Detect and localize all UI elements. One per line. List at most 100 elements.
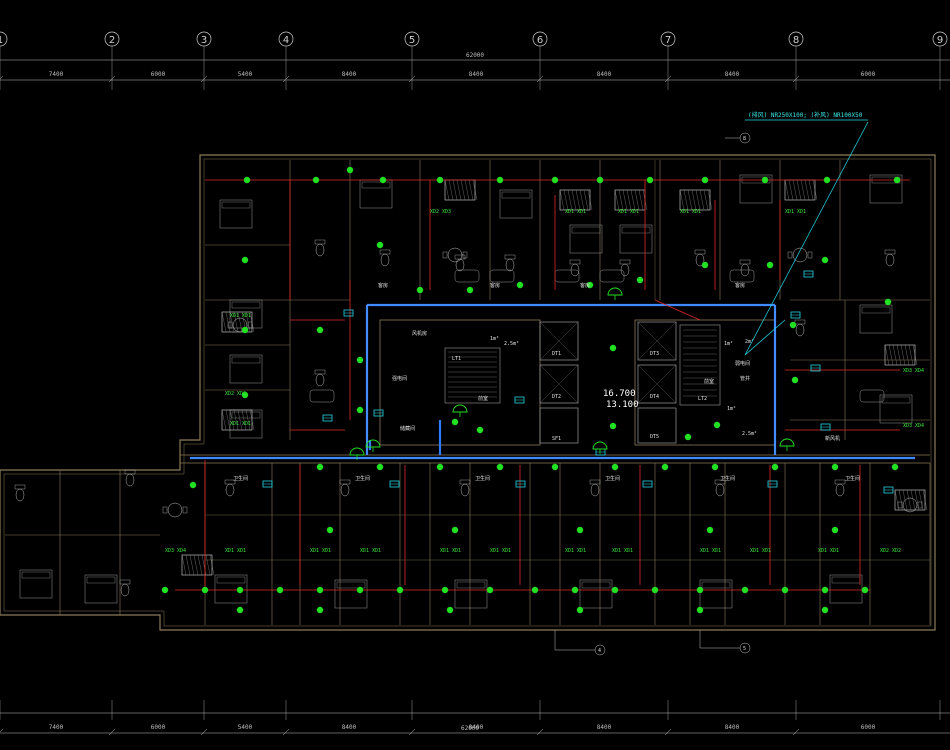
- unit-label: XD1 XD1: [490, 548, 511, 554]
- supply-air-diffuser-icon: [316, 326, 324, 334]
- shaft-label: SF1: [552, 436, 561, 442]
- supply-air-diffuser-icon: [609, 344, 617, 352]
- bed: [699, 579, 733, 609]
- supply-air-diffuser-icon: [379, 176, 387, 184]
- toilet: [120, 583, 130, 597]
- span-dimension: 8400: [725, 724, 740, 731]
- room-label: 前室: [704, 378, 714, 385]
- toilet: [795, 323, 805, 337]
- supply-air-diffuser-icon: [821, 586, 829, 594]
- supply-air-diffuser-icon: [821, 256, 829, 264]
- bed: [219, 199, 253, 229]
- axis-bubble: [932, 31, 948, 47]
- supply-air-diffuser-icon: [821, 606, 829, 614]
- callout-ref-4: 4: [598, 648, 601, 654]
- supply-air-diffuser-icon: [376, 463, 384, 471]
- elevation-upper: 16.700: [603, 389, 636, 399]
- span-dimension: 8400: [469, 724, 484, 731]
- supply-air-diffuser-icon: [236, 586, 244, 594]
- supply-air-diffuser-icon: [741, 586, 749, 594]
- room-label: 1m²: [490, 336, 499, 342]
- axis-bubble: [196, 31, 212, 47]
- supply-air-diffuser-icon: [516, 281, 524, 289]
- span-dimension: 8400: [342, 71, 357, 78]
- toilet: [455, 258, 465, 272]
- bed: [619, 224, 653, 254]
- room-label: 卫生间: [475, 475, 490, 482]
- shaft-sf1: [539, 407, 579, 444]
- room-label: 弱电间: [735, 360, 750, 367]
- supply-air-diffuser-icon: [711, 463, 719, 471]
- exhaust-fan-icon: [452, 404, 468, 413]
- fire-dampers: [262, 270, 894, 494]
- axis-number: 5: [409, 35, 415, 46]
- span-dimension: 6000: [861, 71, 876, 78]
- supply-air-diffuser-icon: [201, 586, 209, 594]
- axis-number: 2: [109, 35, 115, 46]
- axis-bubble: [660, 31, 676, 47]
- axis-number: 4: [283, 35, 289, 46]
- toilet: [590, 483, 600, 497]
- bed: [84, 574, 118, 604]
- supply-air-diffuser-icon: [396, 586, 404, 594]
- unit-label: XD1 XD1: [225, 548, 246, 554]
- span-dimension: 8400: [597, 724, 612, 731]
- core-area: DT1 DT2 SF1 DT3 DT4 DT5 LT1 LT2 16.700 1…: [379, 319, 840, 446]
- supply-air-diffuser-icon: [451, 418, 459, 426]
- elevator-label-dt1: DT1: [552, 351, 561, 357]
- bed: [214, 574, 248, 604]
- room-label: 客房: [490, 282, 500, 289]
- supply-air-diffuser-icon: [326, 526, 334, 534]
- room-label: 储藏间: [400, 425, 415, 432]
- span-dimension: 8400: [725, 71, 740, 78]
- building-walls: [0, 154, 936, 631]
- span-dimension: 5400: [238, 71, 253, 78]
- unit-label: XD1 XD1: [230, 313, 251, 319]
- exhaust-fan-icon: [592, 441, 608, 450]
- toilet: [225, 483, 235, 497]
- supply-air-diffuser-icon: [571, 586, 579, 594]
- supply-air-diffuser-icon: [861, 586, 869, 594]
- bathtub: [859, 389, 885, 403]
- overall-dimension-top: 62000: [466, 52, 484, 59]
- supply-air-diffuser-icon: [476, 426, 484, 434]
- unit-label: XD2 XD2: [880, 548, 901, 554]
- unit-label: XD1 XD1: [785, 209, 806, 215]
- supply-air-diffuser-icon: [356, 586, 364, 594]
- unit-label: XD1 XD1: [565, 209, 586, 215]
- supply-air-diffuser-icon: [891, 463, 899, 471]
- bed: [229, 354, 263, 384]
- supply-air-diffuser-icon: [576, 526, 584, 534]
- span-dimension: 6000: [861, 724, 876, 731]
- unit-label: XD3 XD4: [165, 548, 186, 554]
- supply-air-diffuser-icon: [356, 406, 364, 414]
- room-label: 风机房: [412, 330, 427, 337]
- room-label: 2.5m²: [742, 431, 757, 437]
- supply-air-diffuser-icon: [236, 606, 244, 614]
- table: [902, 497, 918, 513]
- unit-label: XD3 XD4: [903, 423, 924, 429]
- supply-air-diffuser-icon: [436, 463, 444, 471]
- elevator-dt1: [539, 321, 579, 361]
- supply-air-diffuser-icon: [496, 463, 504, 471]
- supply-air-diffuser-icon: [761, 176, 769, 184]
- exhaust-fan-icon: [779, 438, 795, 447]
- bathtub: [729, 269, 755, 283]
- supply-air-diffuser-icon: [241, 391, 249, 399]
- supply-air-diffuser-icon: [486, 586, 494, 594]
- bed: [879, 394, 913, 424]
- bed: [454, 579, 488, 609]
- supply-air-diffuser-icon: [636, 276, 644, 284]
- supply-air-diffuser-icon: [701, 176, 709, 184]
- supply-air-diffuser-icon: [243, 176, 251, 184]
- room-label: 客房: [378, 282, 388, 289]
- supply-air-diffuser-icon: [651, 586, 659, 594]
- supply-air-diffuser-icon: [646, 176, 654, 184]
- supply-air-diffuser-icon: [823, 176, 831, 184]
- toilet: [315, 243, 325, 257]
- exhaust-air-duct: [175, 179, 910, 591]
- unit-label: XD1 XD1: [565, 548, 586, 554]
- supply-air-diffuser-icon: [781, 586, 789, 594]
